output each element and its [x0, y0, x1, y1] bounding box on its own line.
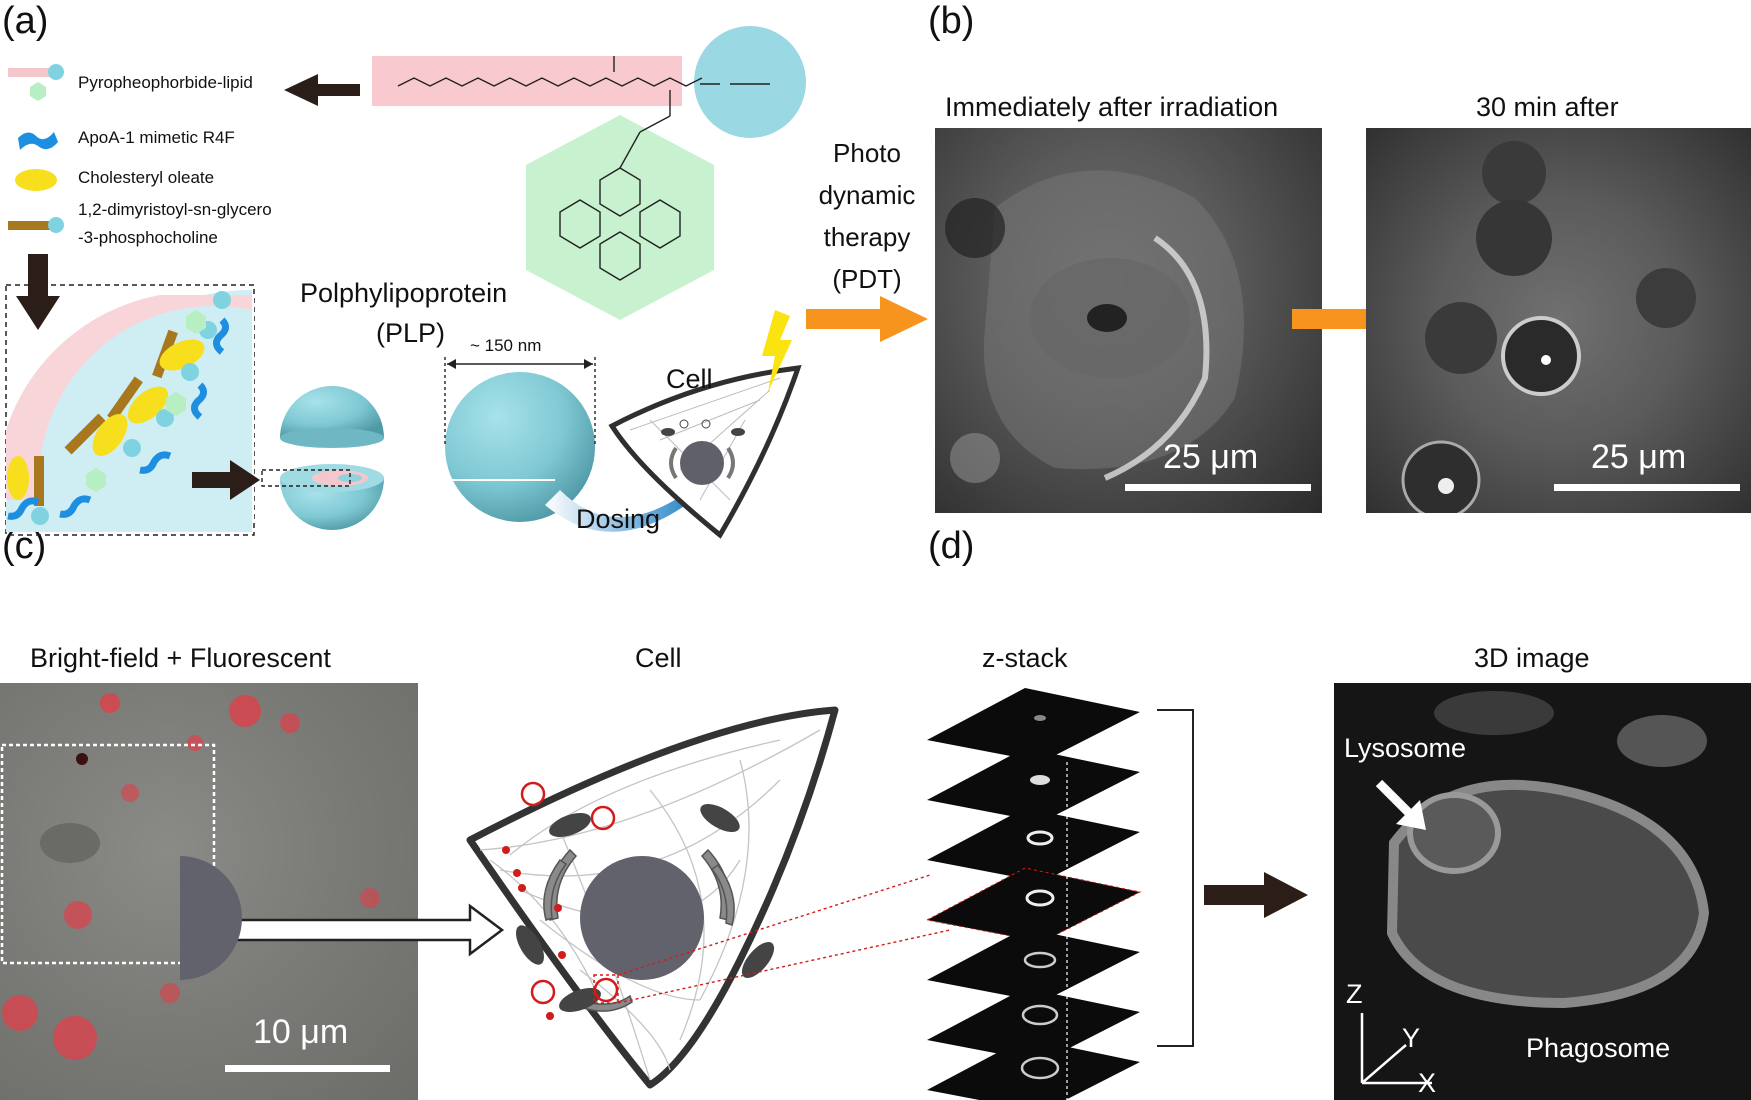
legend-label-dmpc-2: -3-phosphocholine [78, 228, 218, 247]
small-cell [608, 365, 802, 539]
pdt-arrow-icon [806, 296, 928, 342]
axis-x-label: X [1418, 1068, 1437, 1098]
dosing-arrow [545, 480, 700, 532]
scale-bar-brightfield [225, 1065, 390, 1072]
nucleus [180, 856, 242, 980]
panel-b-left-title: Immediately after irradiation [945, 92, 1279, 122]
legend-label-cholesteryl: Cholesteryl oleate [78, 168, 215, 187]
legend-arrow [284, 74, 360, 106]
lipid-icon [8, 64, 64, 101]
lysosome-label: Lysosome [1344, 733, 1467, 763]
golgi [543, 848, 735, 1012]
dosing-label: Dosing [576, 504, 661, 534]
panel-c-image-title: Bright-field + Fluorescent [30, 643, 331, 673]
cut-sphere [261, 386, 384, 530]
image-3d: Lysosome Phagosome Z Y X [1334, 683, 1751, 1100]
pdt-label: Photo dynamic therapy (PDT) [812, 132, 922, 300]
lightning-icon [762, 310, 792, 392]
bilayer-arc-inner [6, 295, 252, 500]
plp-title: Polphylipoprotein [300, 278, 508, 308]
down-arrow [16, 254, 60, 330]
bilayer-components [7, 291, 231, 525]
legend-label-lipid: Pyropheophorbide-lipid [78, 73, 253, 92]
peptide-icon [18, 132, 58, 150]
lysosome-zoom-box [593, 974, 619, 1004]
micrograph-immediate: 25 μm [935, 128, 1322, 513]
scale-label-immediate: 25 μm [1163, 438, 1259, 476]
axis-z-label: Z [1346, 979, 1363, 1009]
panel-a-diagram [5, 26, 806, 539]
panel-d-image-title: 3D image [1474, 643, 1590, 673]
plp-abbrev: (PLP) [376, 318, 446, 348]
phospholipid-icon [8, 217, 64, 233]
axes-icon [1360, 1013, 1432, 1085]
scale-label-brightfield: 10 μm [253, 1013, 349, 1051]
axis-y-label: Y [1402, 1023, 1421, 1053]
panel-label-d: (d) [928, 525, 975, 567]
pdt-label-line-4: (PDT) [832, 264, 902, 294]
panel-label-b: (b) [928, 0, 975, 42]
micrograph-30min: 25 μm [1366, 128, 1751, 513]
panel-label-a: (a) [2, 0, 49, 42]
ellipse-icon [15, 169, 57, 191]
right-arrow-to-sphere [192, 460, 260, 500]
lysosomes [502, 781, 619, 1020]
lysosome-arrow-icon [1375, 779, 1426, 830]
panel-c-cell-title: Cell [635, 643, 682, 673]
scale-bar-30min [1554, 484, 1740, 491]
zstack-arrow-icon [1204, 872, 1308, 918]
legend-label-dmpc-1: 1,2-dimyristoyl-sn-glycero [78, 200, 272, 219]
zstack-diagram [925, 688, 1194, 1100]
legend-label-peptide: ApoA-1 mimetic R4F [78, 128, 235, 147]
small-cell-label: Cell [666, 364, 713, 394]
full-sphere [445, 372, 595, 522]
zstack-bracket [1157, 709, 1194, 1047]
pdt-label-line-2: dynamic [818, 180, 916, 210]
molecule-structure [372, 26, 806, 320]
mitochondria [516, 804, 775, 1013]
pdt-label-line-3: therapy [823, 222, 911, 252]
panel-d-zstack-title: z-stack [982, 643, 1068, 673]
phagosome-label: Phagosome [1526, 1033, 1671, 1063]
scale-label-30min: 25 μm [1591, 438, 1687, 476]
panel-b-right-title: 30 min after [1476, 92, 1619, 122]
panel-c-cell-diagram [180, 706, 951, 1089]
size-label: ~ 150 nm [470, 336, 542, 355]
zstack-slices [925, 688, 1142, 1100]
pdt-label-line-1: Photo [833, 138, 901, 168]
scale-bar-immediate [1125, 484, 1311, 491]
